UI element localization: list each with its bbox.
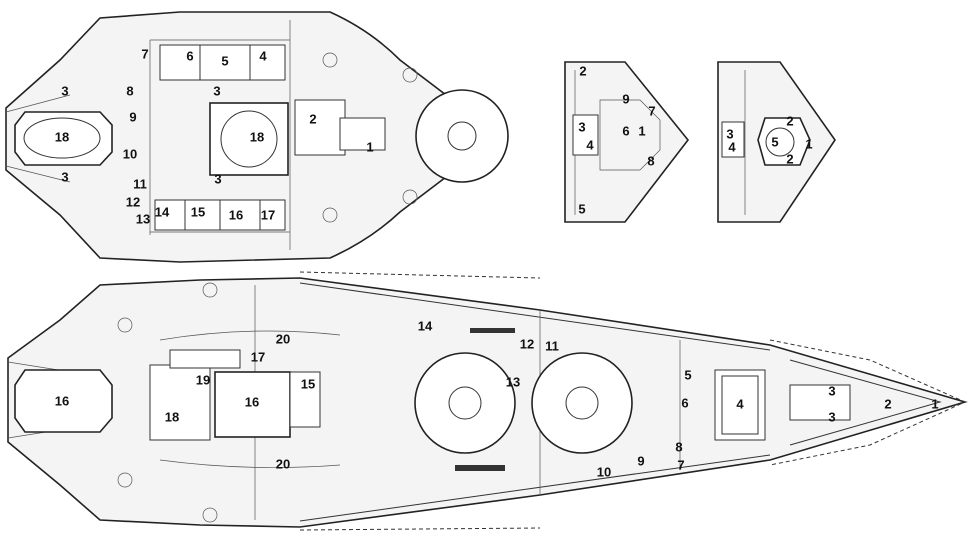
main-deck-label-13: 6 <box>681 395 688 410</box>
upper-deck-label-19: 15 <box>191 204 205 219</box>
upper-deck-label-7: 9 <box>129 109 136 124</box>
midship-turret-forward <box>531 352 633 454</box>
main-deck-label-10: 13 <box>506 374 520 389</box>
aft-barbette-18 <box>14 111 113 166</box>
forward-small-deck-label-5: 6 <box>622 123 629 138</box>
aft-superstructure-plan <box>717 61 836 223</box>
upper-deck-label-16: 12 <box>126 194 140 209</box>
upper-deck-label-0: 7 <box>141 46 148 61</box>
aft-barbette-16 <box>14 369 113 433</box>
midship-turret-aft <box>414 352 516 454</box>
forward-superstructure-plan <box>564 61 690 223</box>
upper-deck-label-13: 3 <box>214 171 221 186</box>
forward-small-deck-label-3: 3 <box>578 119 585 134</box>
forward-small-deck-hull <box>564 61 690 223</box>
upper-deck-label-14: 3 <box>61 169 68 184</box>
main-deck-label-6: 15 <box>301 376 315 391</box>
aft-small-deck-label-1: 3 <box>726 126 733 141</box>
aft-small-deck-label-0: 2 <box>786 113 793 128</box>
upper-deck-label-6: 3 <box>61 83 68 98</box>
main-deck-label-4: 17 <box>251 349 265 364</box>
main-deck-label-0: 20 <box>276 331 290 346</box>
upper-deck-label-12: 10 <box>123 146 137 161</box>
main-deck-label-16: 2 <box>884 396 891 411</box>
aft-small-deck-label-2: 1 <box>805 136 812 151</box>
main-deck-label-21: 9 <box>637 453 644 468</box>
main-deck-label-5: 19 <box>196 372 210 387</box>
upper-deck-label-4: 8 <box>126 83 133 98</box>
upper-deck-label-5: 3 <box>213 83 220 98</box>
upper-deck-label-9: 18 <box>250 129 264 144</box>
forward-small-deck-label-8: 5 <box>578 201 585 216</box>
main-deck-label-11: 5 <box>684 367 691 382</box>
main-deck-plan <box>7 271 968 531</box>
upper-deck-label-8: 18 <box>55 129 69 144</box>
main-deck-label-9: 18 <box>165 409 179 424</box>
forward-turret <box>415 89 509 183</box>
upper-deck-label-17: 13 <box>136 211 150 226</box>
upper-deck-label-10: 2 <box>309 111 316 126</box>
main-deck-label-19: 8 <box>675 439 682 454</box>
main-deck-label-12: 4 <box>736 396 744 411</box>
upper-deck-label-1: 6 <box>186 48 193 63</box>
main-deck-label-15: 3 <box>828 409 835 424</box>
upper-deck-label-20: 16 <box>229 207 243 222</box>
upper-deck-label-21: 17 <box>261 207 275 222</box>
aft-small-deck-label-4: 5 <box>771 134 778 149</box>
upper-deck-label-18: 14 <box>155 204 170 219</box>
forward-small-deck-label-2: 7 <box>648 103 655 118</box>
upper-deck-plan <box>5 11 509 263</box>
forward-small-deck-label-6: 1 <box>638 123 645 138</box>
upper-deck-label-3: 4 <box>259 48 267 63</box>
main-deck-label-20: 7 <box>677 457 684 472</box>
upper-deck-label-15: 11 <box>133 176 147 191</box>
center-barbette-18 <box>209 102 289 176</box>
forward-small-deck-label-0: 2 <box>579 63 586 78</box>
aft-small-deck-label-5: 2 <box>786 151 793 166</box>
upper-deck-label-11: 1 <box>366 139 373 154</box>
main-deck-label-3: 11 <box>545 338 559 353</box>
main-deck-label-7: 16 <box>55 393 69 408</box>
main-deck-label-8: 16 <box>245 394 259 409</box>
main-deck-label-14: 3 <box>828 383 835 398</box>
forward-small-deck-label-7: 8 <box>647 153 654 168</box>
main-deck-label-1: 14 <box>418 318 433 333</box>
forward-small-deck-label-4: 4 <box>586 137 594 152</box>
main-deck-label-18: 20 <box>276 456 290 471</box>
main-deck-label-2: 12 <box>520 336 534 351</box>
forward-small-deck-label-1: 9 <box>622 91 629 106</box>
aft-small-deck-label-3: 4 <box>728 139 736 154</box>
main-deck-label-22: 10 <box>597 464 611 479</box>
main-deck-label-17: 1 <box>931 396 938 411</box>
upper-deck-label-2: 5 <box>221 53 228 68</box>
